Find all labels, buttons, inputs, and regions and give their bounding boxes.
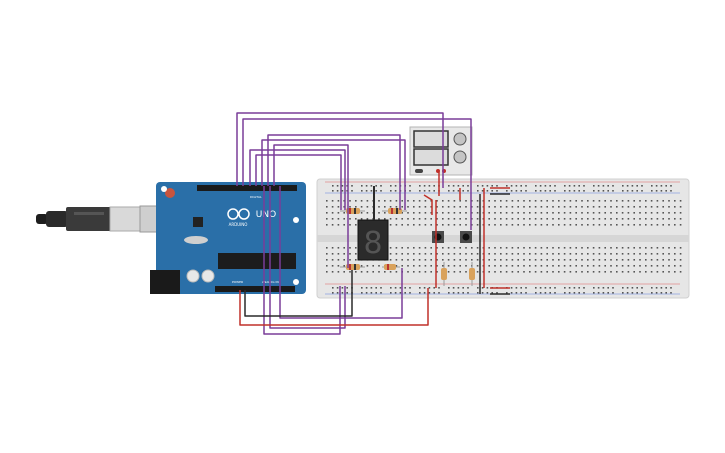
wire-purple-5 [261, 139, 406, 210]
arduino-uno-board[interactable]: ARDUINO UNO POWER ANALOG IN DIGITAL [150, 182, 306, 294]
wire-red-3 [423, 194, 433, 215]
wire-black-2 [479, 193, 510, 295]
seven-segment-display[interactable]: 8 [357, 186, 389, 261]
digital-label: DIGITAL [250, 195, 262, 199]
resistor-vertical-1[interactable] [441, 262, 447, 286]
resistor-vertical-2[interactable] [469, 262, 475, 286]
resistor-top-right[interactable] [382, 208, 407, 214]
switch-module[interactable] [409, 126, 473, 176]
arduino-logo-icon [227, 208, 250, 220]
atmega-chip [218, 253, 296, 269]
board-model-label: UNO [256, 210, 276, 220]
wire-purple-8 [263, 186, 341, 335]
wire-purple-3 [249, 149, 346, 210]
wire-purple-4 [255, 154, 342, 210]
digital-header [197, 185, 297, 191]
wire-purple-2 [242, 118, 472, 230]
resistor-top-left[interactable] [340, 208, 365, 214]
segment-digit: 8 [363, 226, 382, 261]
resistor-bottom-left[interactable] [340, 264, 365, 270]
board-brand-label: ARDUINO [229, 222, 248, 227]
power-analog-header [215, 286, 295, 292]
reset-button-icon[interactable] [165, 188, 175, 198]
wire-red-5 [483, 187, 510, 289]
wire-purple-6 [267, 134, 401, 210]
push-button-2[interactable] [460, 231, 472, 243]
power-label: POWER [232, 280, 243, 284]
push-button-1[interactable] [432, 231, 444, 243]
wire-purple-9 [269, 186, 346, 329]
wire-purple-7 [273, 144, 349, 268]
resistor-bottom-right[interactable] [382, 264, 400, 270]
wire-purple-10 [279, 186, 403, 319]
wire-purple-1 [236, 112, 444, 188]
usb-cable-icon[interactable] [36, 205, 169, 233]
wires[interactable] [236, 112, 510, 335]
breadboard[interactable] [316, 178, 690, 299]
wire-black-1 [244, 270, 353, 317]
wire-red-1 [239, 288, 429, 326]
